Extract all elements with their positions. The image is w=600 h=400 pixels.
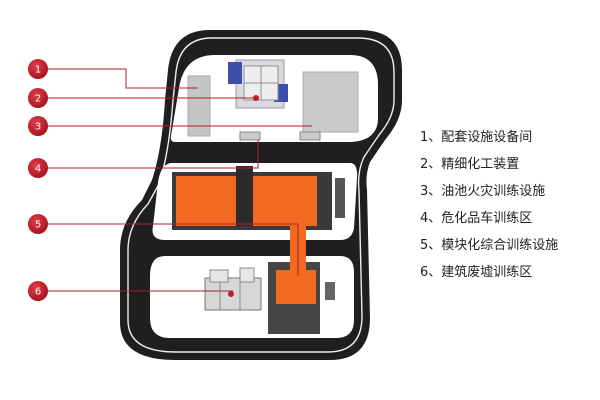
marker-number: 3 [35, 122, 41, 133]
legend-index: 3、 [420, 184, 442, 199]
marker-2[interactable]: 2 [28, 88, 48, 108]
marker-circle [28, 88, 48, 108]
oil-pool-facility [302, 71, 359, 133]
legend-item: 5、模块化综合训练设施 [420, 236, 595, 263]
marker-number: 4 [35, 164, 41, 175]
hazmat-truck-left [176, 176, 236, 226]
legend-item: 6、建筑废墟训练区 [420, 263, 595, 290]
side-barrier [335, 178, 345, 218]
legend-item: 4、危化品车训练区 [420, 209, 595, 236]
legend-index: 5、 [420, 238, 442, 253]
marker-circle [28, 281, 48, 301]
leader-lines [48, 68, 312, 292]
chemical-unit [228, 59, 288, 109]
marker-circle [28, 59, 48, 79]
legend: 1、配套设施设备间 2、精细化工装置 3、油池火灾训练设施 4、危化品车训练区 … [420, 128, 595, 290]
leader-line-5 [48, 223, 299, 276]
legend-item: 1、配套设施设备间 [420, 128, 595, 155]
hazmat-truck-right [253, 176, 317, 226]
marker-number: 6 [35, 287, 41, 298]
bottom-pad [325, 282, 335, 300]
legend-label: 危化品车训练区 [441, 211, 533, 226]
small-unit-right [299, 131, 321, 141]
marker-4[interactable]: 4 [28, 158, 48, 178]
modular-facility [276, 270, 316, 304]
equipment-room [187, 75, 211, 137]
legend-label: 模块化综合训练设施 [441, 238, 559, 253]
legend-label: 建筑废墟训练区 [441, 265, 533, 280]
legend-index: 6、 [420, 265, 442, 280]
building-ruins [204, 267, 262, 311]
zone-middle [152, 163, 358, 240]
marker-circle [28, 158, 48, 178]
leader-line-1 [48, 68, 198, 89]
legend-index: 4、 [420, 211, 442, 226]
legend-label: 精细化工装置 [441, 157, 520, 172]
track-lane-line [127, 37, 395, 353]
truck-cab [236, 166, 253, 226]
marker-number: 5 [35, 220, 41, 231]
zone-top [170, 55, 378, 142]
marker-3[interactable]: 3 [28, 116, 48, 136]
marker-1[interactable]: 1 [28, 59, 48, 79]
legend-index: 1、 [420, 130, 442, 145]
zone-bottom [150, 225, 354, 338]
marker-6[interactable]: 6 [28, 281, 48, 301]
small-unit-left [239, 131, 261, 141]
marker-circle [28, 116, 48, 136]
legend-item: 3、油池火灾训练设施 [420, 182, 595, 209]
legend-item: 2、精细化工装置 [420, 155, 595, 182]
legend-label: 油池火灾训练设施 [441, 184, 546, 199]
legend-index: 2、 [420, 157, 442, 172]
marker-number: 2 [35, 94, 41, 105]
leader-line-4 [48, 140, 259, 169]
marker-circle [28, 214, 48, 234]
marker-5[interactable]: 5 [28, 214, 48, 234]
legend-label: 配套设施设备间 [441, 130, 533, 145]
marker-number: 1 [35, 65, 41, 76]
